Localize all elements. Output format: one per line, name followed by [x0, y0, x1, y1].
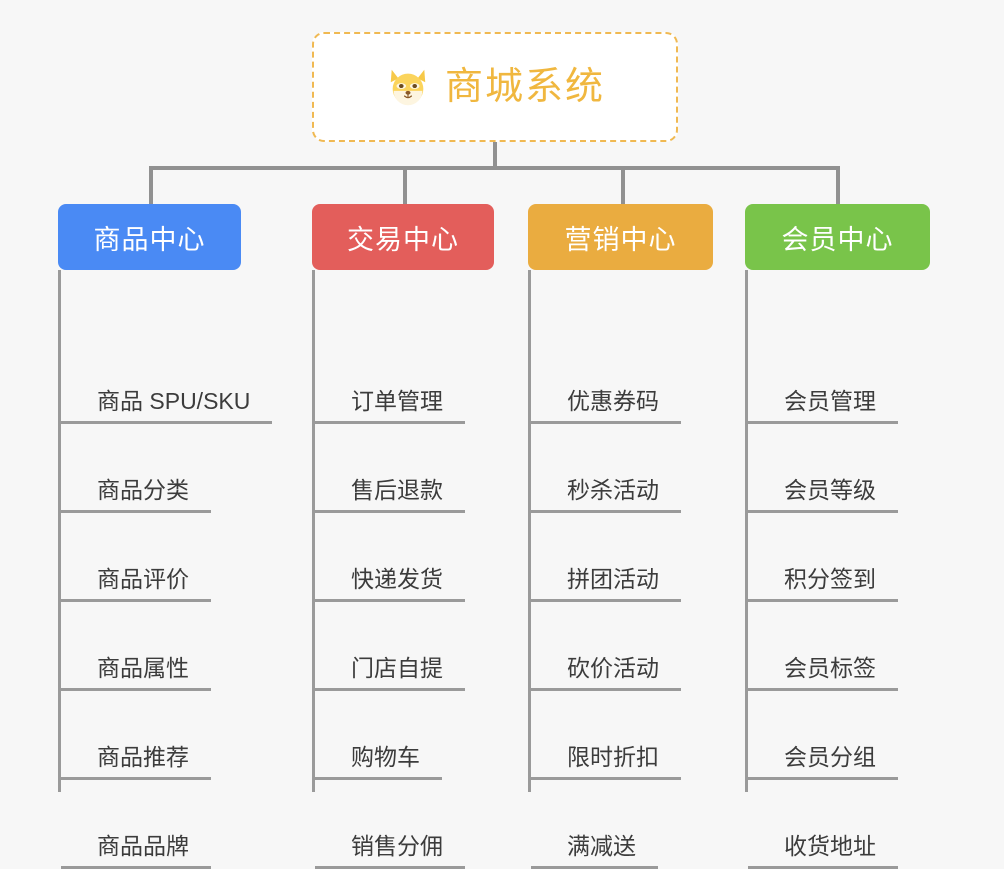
connector-drop-2: [403, 166, 407, 208]
list-item[interactable]: 积分签到: [748, 566, 898, 602]
branch-spine-1: [58, 270, 61, 792]
leaf-label: 商品品牌: [61, 833, 211, 869]
leaf-label: 秒杀活动: [531, 477, 681, 513]
branch-column-4: 会员中心 会员管理 会员等级 积分签到 会员标签 会员分组 收货地址: [745, 204, 930, 869]
list-item[interactable]: 满减送: [531, 833, 658, 869]
list-item[interactable]: 商品属性: [61, 655, 211, 691]
connector-drop-3: [621, 166, 625, 208]
leaf-label: 销售分佣: [315, 833, 465, 869]
list-item[interactable]: 拼团活动: [531, 566, 681, 602]
list-item[interactable]: 快递发货: [315, 566, 465, 602]
list-item[interactable]: 商品分类: [61, 477, 211, 513]
list-item[interactable]: 会员标签: [748, 655, 898, 691]
leaf-label: 会员标签: [748, 655, 898, 691]
leaf-label: 拼团活动: [531, 566, 681, 602]
connector-horizontal-bus: [149, 166, 839, 170]
list-item[interactable]: 商品 SPU/SKU: [61, 388, 273, 424]
leaf-label: 会员等级: [748, 477, 898, 513]
connector-drop-4: [836, 166, 840, 208]
branch-spine-3: [528, 270, 531, 792]
branch-header-2[interactable]: 交易中心: [312, 204, 494, 270]
leaf-label: 积分签到: [748, 566, 898, 602]
list-item[interactable]: 会员等级: [748, 477, 898, 513]
list-item[interactable]: 收货地址: [748, 833, 898, 869]
list-item[interactable]: 限时折扣: [531, 744, 681, 780]
root-title: 商城系统: [444, 66, 605, 108]
leaf-label: 商品 SPU/SKU: [61, 388, 273, 424]
connector-root-stem: [493, 142, 497, 170]
mindmap-canvas: 商城系统 商品中心 商品 SPU/SKU 商品分类 商品评价 商品属性 商品推荐…: [58, 32, 930, 869]
leaf-label: 收货地址: [748, 833, 898, 869]
branch-column-1: 商品中心 商品 SPU/SKU 商品分类 商品评价 商品属性 商品推荐 商品品牌: [58, 204, 273, 869]
leaf-label: 会员管理: [748, 388, 898, 424]
list-item[interactable]: 商品推荐: [61, 744, 211, 780]
leaf-label: 砍价活动: [531, 655, 681, 691]
branch-header-label: 交易中心: [347, 224, 459, 255]
leaf-label: 限时折扣: [531, 744, 681, 780]
list-item[interactable]: 商品评价: [61, 566, 211, 602]
leaf-label: 售后退款: [315, 477, 465, 513]
list-item[interactable]: 会员分组: [748, 744, 898, 780]
leaf-label: 商品属性: [61, 655, 211, 691]
list-item[interactable]: 销售分佣: [315, 833, 465, 869]
list-item[interactable]: 秒杀活动: [531, 477, 681, 513]
leaf-label: 商品评价: [61, 566, 211, 602]
leaf-label: 快递发货: [315, 566, 465, 602]
list-item[interactable]: 订单管理: [315, 388, 465, 424]
branch-header-label: 商品中心: [93, 224, 206, 255]
branch-column-2: 交易中心 订单管理 售后退款 快递发货 门店自提 购物车 销售分佣: [312, 204, 494, 869]
list-item[interactable]: 会员管理: [748, 388, 898, 424]
leaf-label: 优惠券码: [531, 388, 681, 424]
list-item[interactable]: 门店自提: [315, 655, 465, 691]
list-item[interactable]: 优惠券码: [531, 388, 681, 424]
leaf-label: 商品分类: [61, 477, 211, 513]
branch-header-4[interactable]: 会员中心: [745, 204, 930, 270]
branch-spine-4: [745, 270, 748, 792]
branch-header-label: 营销中心: [564, 224, 677, 255]
branch-header-1[interactable]: 商品中心: [58, 204, 241, 270]
leaf-label: 订单管理: [315, 388, 465, 424]
leaf-label: 商品推荐: [61, 744, 211, 780]
leaf-label: 会员分组: [748, 744, 898, 780]
leaf-label: 满减送: [531, 833, 658, 869]
shiba-dog-face-icon: [385, 64, 431, 110]
list-item[interactable]: 砍价活动: [531, 655, 681, 691]
leaf-label: 购物车: [315, 744, 442, 780]
branch-header-label: 会员中心: [781, 224, 894, 255]
connector-drop-1: [149, 166, 153, 208]
root-node[interactable]: 商城系统: [312, 32, 678, 142]
list-item[interactable]: 商品品牌: [61, 833, 211, 869]
list-item[interactable]: 购物车: [315, 744, 442, 780]
branch-column-3: 营销中心 优惠券码 秒杀活动 拼团活动 砍价活动 限时折扣 满减送: [528, 204, 713, 869]
leaf-label: 门店自提: [315, 655, 465, 691]
branch-header-3[interactable]: 营销中心: [528, 204, 713, 270]
branch-spine-2: [312, 270, 315, 792]
list-item[interactable]: 售后退款: [315, 477, 465, 513]
